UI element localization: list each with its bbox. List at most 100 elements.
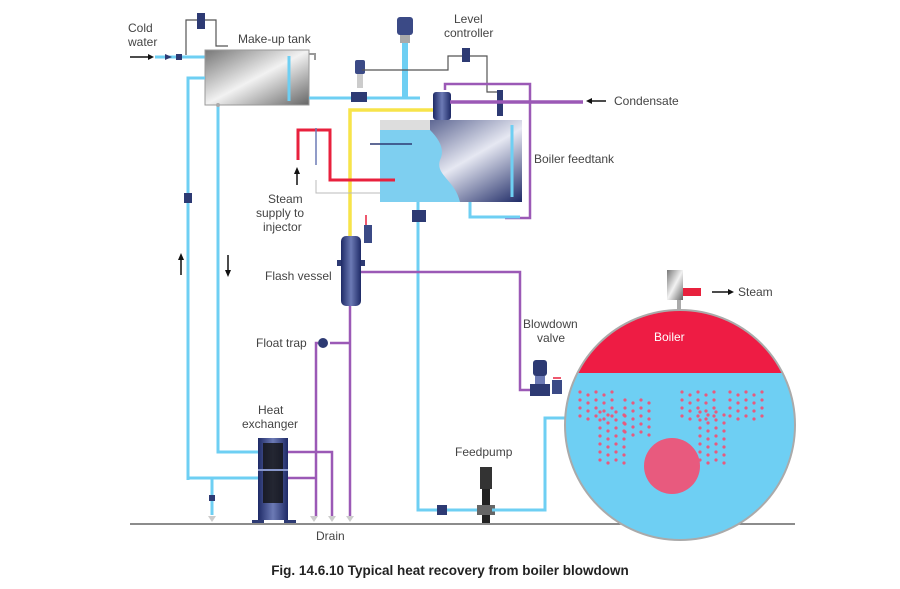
deaerator-head	[433, 92, 451, 120]
bubble	[614, 426, 618, 430]
bubble	[704, 417, 708, 421]
bubble	[704, 393, 708, 397]
feedwater-suction-pipe	[416, 202, 480, 512]
bubble	[602, 401, 606, 405]
bubble	[602, 393, 606, 397]
bubble	[760, 398, 764, 402]
bubble	[722, 429, 726, 433]
bubble	[712, 398, 716, 402]
bubble	[714, 426, 718, 430]
boiling-bubbles	[578, 390, 764, 465]
label-level-controller-2: controller	[444, 26, 493, 40]
bubble	[598, 434, 602, 438]
float-trap	[318, 338, 328, 348]
bubble	[706, 453, 710, 457]
strainer-icon	[437, 505, 447, 515]
bubble	[598, 410, 602, 414]
bubble	[696, 406, 700, 410]
bubble	[614, 442, 618, 446]
injector-pipe	[348, 108, 433, 238]
steam-valve	[667, 270, 683, 300]
bubble	[639, 398, 643, 402]
bubble	[610, 398, 614, 402]
bubble	[680, 414, 684, 418]
label-blowdown-valve-1: Blowdown	[523, 317, 578, 331]
label-level-controller-1: Level	[454, 12, 483, 26]
bubble	[688, 393, 692, 397]
steam-injector-pipe	[296, 128, 395, 182]
bubble	[622, 445, 626, 449]
bubble	[623, 430, 627, 434]
bubble	[598, 442, 602, 446]
bubble	[698, 458, 702, 462]
bubble	[752, 417, 756, 421]
bubble	[606, 453, 610, 457]
control-signal-line	[362, 55, 462, 71]
bubble	[744, 390, 748, 394]
bubble	[631, 425, 635, 429]
label-heat-exchanger-2: exchanger	[242, 417, 298, 431]
cold-water-pipe-up	[186, 76, 258, 480]
bubble	[706, 461, 710, 465]
flash-vessel	[341, 236, 361, 306]
label-cold-water-2: water	[127, 35, 157, 49]
bubble	[704, 409, 708, 413]
heat-exchanger	[252, 438, 296, 523]
bubble	[594, 390, 598, 394]
bubble	[714, 434, 718, 438]
bubble	[696, 414, 700, 418]
bubble	[698, 450, 702, 454]
boiler-feedtank	[370, 120, 522, 202]
bubble	[610, 406, 614, 410]
level-control-valve	[351, 60, 367, 102]
bubble	[631, 417, 635, 421]
bubble	[598, 458, 602, 462]
label-steam-supply-2: supply to	[256, 206, 304, 220]
bubble	[606, 445, 610, 449]
bubble	[578, 414, 582, 418]
bubble	[698, 418, 702, 422]
valve-icon	[176, 54, 182, 60]
bubble	[696, 398, 700, 402]
bubble	[706, 437, 710, 441]
bubble	[622, 437, 626, 441]
strainer-icon	[184, 193, 192, 203]
bubble	[647, 433, 651, 437]
label-steam: Steam	[738, 285, 773, 299]
bubble	[614, 418, 618, 422]
bubble	[698, 426, 702, 430]
bubble	[744, 398, 748, 402]
bubble	[639, 430, 643, 434]
drain-funnel	[328, 516, 336, 522]
bubble	[602, 409, 606, 413]
blowdown-valve	[530, 360, 562, 396]
bubble	[706, 421, 710, 425]
top-valve-actuator	[397, 17, 413, 98]
safety-valve	[364, 215, 372, 243]
bubble	[594, 414, 598, 418]
bubble	[602, 417, 606, 421]
bubble	[712, 390, 716, 394]
bubble	[728, 390, 732, 394]
bubble	[752, 409, 756, 413]
bubble	[578, 398, 582, 402]
bubble	[706, 445, 710, 449]
bubble	[728, 406, 732, 410]
bubble	[698, 442, 702, 446]
label-boiler-feedtank: Boiler feedtank	[534, 152, 615, 166]
label-flash-vessel: Flash vessel	[265, 269, 332, 283]
bubble	[614, 458, 618, 462]
bubble	[688, 409, 692, 413]
bubble	[706, 429, 710, 433]
makeup-tank-float-valve	[185, 13, 228, 55]
bubble	[688, 417, 692, 421]
bubble	[714, 410, 718, 414]
bubble	[728, 398, 732, 402]
feedwater-discharge-pipe	[492, 416, 565, 512]
label-steam-supply-1: Steam	[268, 192, 303, 206]
cold-water-inlet	[130, 54, 205, 60]
bubble	[736, 409, 740, 413]
bubble	[606, 421, 610, 425]
feedtank-drain-pipe	[468, 202, 520, 219]
float-trap-outlet	[314, 341, 318, 517]
